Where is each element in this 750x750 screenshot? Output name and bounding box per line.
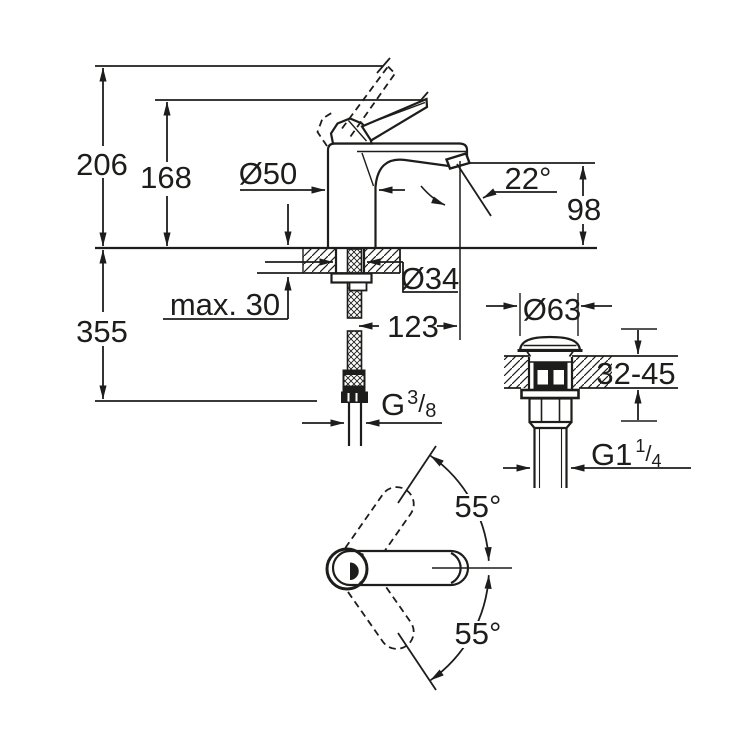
supply-hose-lower [346,330,363,372]
flow-direction-arrow [420,185,446,206]
dim-label-drain-cap-diameter: Ø63 [523,292,582,327]
swivel-leg-upper [397,445,437,504]
drain-neck-left [526,350,532,358]
swivel-leg-lower [397,632,437,691]
thread-slash: / [418,390,425,418]
reference-lines [95,57,597,402]
thread-denominator: 8 [425,400,436,422]
ferrule-band-top [342,369,366,375]
spout-inner-edge [361,152,375,187]
label-mask [74,317,130,345]
front-dimensions [99,67,587,427]
thread-base: G [381,387,405,422]
dim-22deg-arrow [482,188,497,199]
deck-hatch-left [303,249,336,273]
water-stream-line [456,163,492,217]
ferrule-band-bottom [342,385,366,391]
handle-raised-dashed [316,65,396,147]
dim-d34-leader [402,262,458,293]
dim-label-overall-height: 206 [76,147,128,182]
drain-washer [520,388,580,400]
dim-label-below-deck-height: 355 [76,314,128,349]
label-mask [74,150,130,178]
thread-denominator: 4 [652,451,662,471]
deck-hatch-right [364,249,400,273]
dim-label-spout-reach: 123 [387,309,439,344]
drain-window-left [537,370,548,385]
aerator [444,152,472,170]
label-mask [562,196,606,223]
detail-dot [359,581,363,585]
thread-numerator: 3 [407,387,418,409]
dim-label-swivel-lower: 55° [455,616,502,651]
drain-neck-right [568,350,574,358]
dimension-labels: 206 168 355 Ø50 22° 98 max. 30 Ø34 123 G… [74,147,676,651]
mounting-flange [330,272,373,284]
drain-window-right [553,370,564,385]
label-mask [450,494,506,521]
mounting-and-hose [330,248,373,446]
handle-lever-crease [365,101,426,126]
dim-label-body-diameter: Ø50 [239,156,298,191]
body-top-circle [325,547,369,591]
mounting-step [348,281,368,292]
thread-base: G1 [591,437,632,472]
drain-locknut-chamfer [528,421,573,430]
faucet-handle [316,65,429,147]
handle-cap [329,117,373,145]
label-mask [450,621,506,648]
thread-numerator: 1 [635,436,645,456]
faucet-body [326,142,492,340]
drain-view [486,293,691,488]
body-outline [326,142,469,248]
oblique-tick [376,57,391,74]
dim-label-spout-height: 98 [567,192,601,227]
deck-section [257,248,401,274]
dim-label-lever-height: 168 [140,160,192,195]
thread-slash: / [645,441,652,466]
spout-underside [374,158,450,248]
hose-nut [341,391,368,403]
handle-cap-crease [347,120,368,142]
drain-deck-hatch-right [572,356,612,388]
label-mask [138,163,194,191]
dim-label-drain-deck-range: 32-45 [596,356,675,391]
cartridge-mark [350,562,359,580]
dim-label-spout-angle: 22° [505,161,552,196]
dim-label-swivel-upper: 55° [455,489,502,524]
drain-deck-hatch-left [504,356,529,388]
top-view [325,445,512,691]
detail-dot [360,553,364,557]
drain-cap-dome [518,335,582,352]
dim-label-max-deck-thickness: max. 30 [170,287,280,322]
drain-locknut [528,397,573,424]
dim-label-hole-diameter: Ø34 [401,261,460,296]
